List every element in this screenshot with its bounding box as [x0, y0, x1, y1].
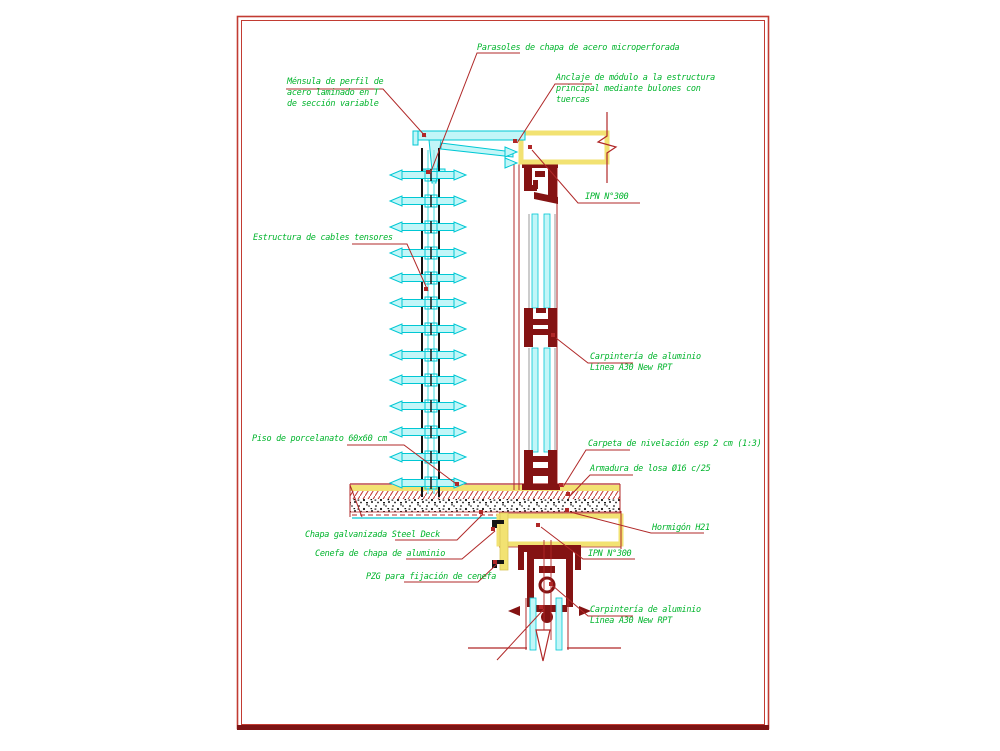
- label-carpinteria-media: Línea A30 New RPT: [590, 363, 673, 373]
- anchor-arrow-icon: [504, 157, 519, 169]
- labels: Parasoles de chapa de acero microperfora…: [252, 43, 762, 626]
- top-beam: [518, 112, 618, 183]
- carpeta-hatch: [350, 491, 620, 499]
- label-hormigon: Hormigón H21: [651, 522, 710, 533]
- side-arrow-icon: [579, 606, 591, 616]
- glass-break-notch: [535, 629, 551, 662]
- aluminium-head-profile: [522, 162, 558, 204]
- louver-column: [389, 148, 467, 497]
- label-pzg: PZG para fijación de cenefa: [366, 571, 496, 582]
- aluminium-sill-profile: [522, 450, 560, 490]
- side-arrow-icon: [508, 606, 520, 616]
- bottom-carpentry: [508, 540, 591, 651]
- anchor-arrow-icon: [504, 146, 519, 158]
- label-cenefa: Cenefa de chapa de aluminio: [315, 549, 445, 559]
- label-carpeta: Carpeta de nivelación esp 2 cm (1:3): [588, 438, 761, 449]
- floor-finish-band: [350, 485, 620, 491]
- aluminium-transom-profile: [524, 308, 557, 347]
- label-anclaje: principal mediante bulones con: [555, 84, 701, 94]
- pzg-clip-top: [492, 520, 504, 528]
- label-ipn-top: IPN N°300: [585, 192, 629, 202]
- label-armadura: Armadura de losa Ø16 c/25: [589, 463, 711, 474]
- page-frame: [236, 15, 770, 730]
- label-carpinteria-inferior: Línea A30 New RPT: [590, 616, 673, 626]
- label-mensula: de sección variable: [287, 98, 379, 109]
- diagonal-brace: [440, 142, 514, 158]
- break-symbol: [596, 112, 618, 183]
- label-carpinteria-media: Carpintería de aluminio: [590, 352, 701, 362]
- label-mensula: Ménsula de perfil de: [286, 76, 384, 87]
- break-lines: [468, 608, 621, 662]
- bottom-ipn-beam: [496, 511, 624, 549]
- glazing: [528, 213, 556, 453]
- leader-lines: [286, 52, 704, 617]
- label-piso: Piso de porcelanato 60x60 cm: [252, 434, 387, 444]
- label-parasoles: Parasoles de chapa de acero microperfora…: [477, 43, 680, 53]
- label-mensula: acero laminado en T: [287, 88, 380, 98]
- leader-end-markers: [422, 133, 570, 609]
- label-ipn-bottom: IPN N°300: [588, 549, 632, 559]
- label-estructura: Estructura de cables tensores: [253, 233, 393, 243]
- concrete-stipple: [350, 499, 620, 512]
- curtain-wall-module: [513, 162, 560, 490]
- label-carpinteria-inferior: Carpintería de aluminio: [590, 605, 701, 615]
- label-anclaje: tuercas: [556, 95, 590, 105]
- label-anclaje: Anclaje de módulo a la estructura: [555, 72, 715, 83]
- label-chapa: Chapa galvanizada Steel Deck: [305, 530, 440, 540]
